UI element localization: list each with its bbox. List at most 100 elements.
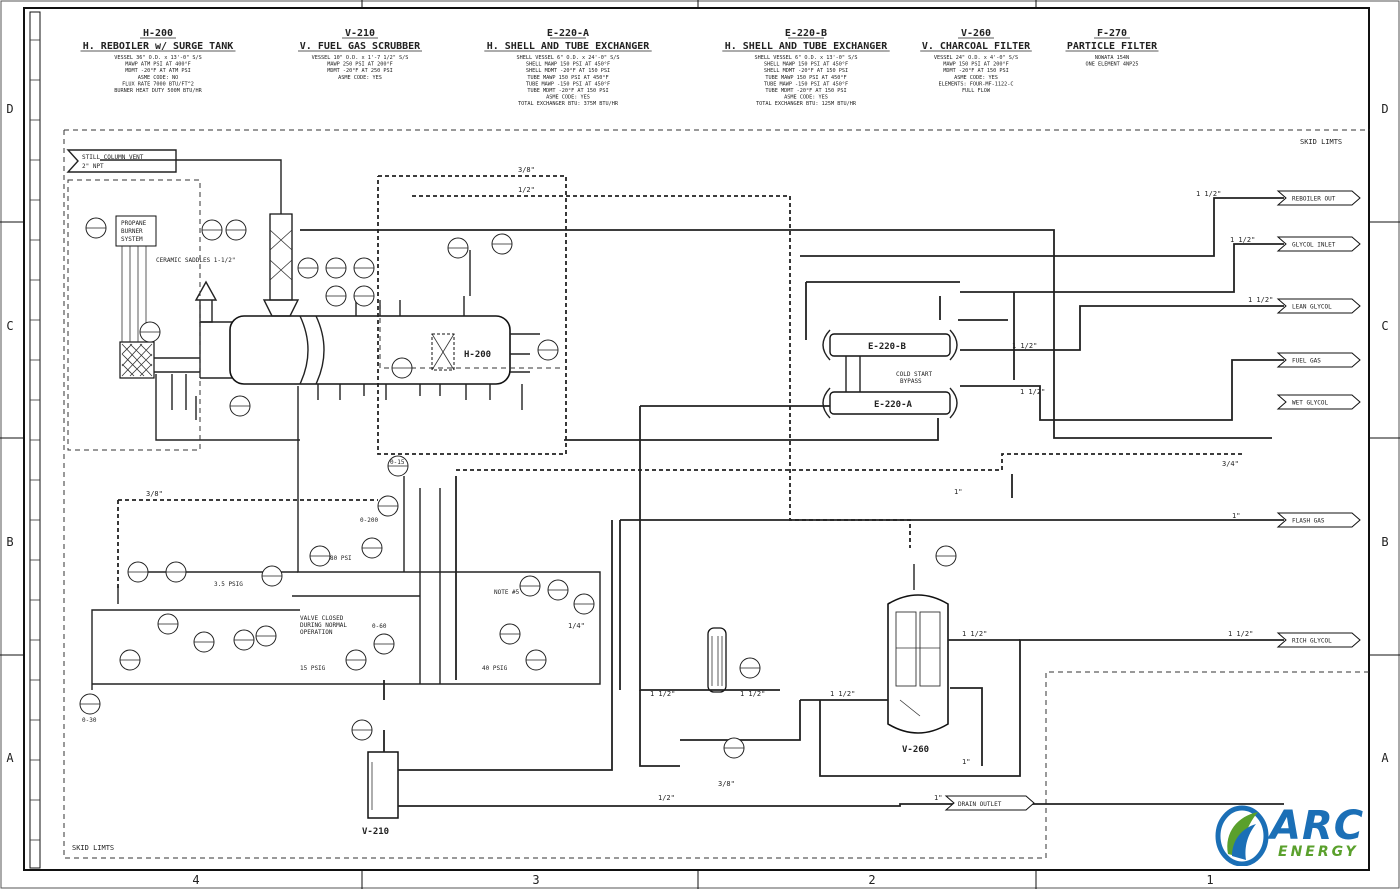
equipment-tag: V-260 (961, 28, 991, 39)
heat-trace-glycol-supply (117, 499, 378, 590)
equipment-spec-line: NOWATA 154N (1095, 55, 1129, 61)
surge-baffle-x (431, 333, 455, 371)
size-112-h: 1 1/2" (740, 690, 765, 698)
burner-flame-arrestor-hatch (121, 343, 153, 377)
equipment-name: V. CHARCOAL FILTER (922, 41, 1031, 52)
v260-element-right (919, 611, 941, 687)
fuel-gas-branch (91, 609, 300, 690)
equipment-spec-line: TUBE MAWP 150 PSI AT 450°F (527, 75, 608, 81)
still-column (269, 213, 293, 301)
exchanger-crossover (845, 356, 861, 392)
size-14-note: 1/4" (568, 622, 585, 630)
equipment-spec-line: TUBE MDMT -20°F AT 150 PSI (527, 88, 608, 94)
e220a-shell (829, 391, 951, 415)
reboiler-bottom-nozzles (317, 384, 491, 400)
still-vent-size: 2" NPT (82, 163, 104, 170)
logo-wordmark-arc: ARC (1270, 803, 1365, 849)
equipment-spec-line: ASME CODE: NO (138, 75, 179, 81)
drain-connector: DRAIN OUTLET 1" (934, 794, 1035, 811)
v260-vessel (887, 594, 949, 734)
grid-row-b-right: B (1381, 535, 1388, 549)
propane-tubing (121, 246, 147, 342)
equipment-spec-line: BURNER HEAT DUTY 500M BTU/HR (114, 88, 202, 94)
glycol-inlet-line (960, 243, 1284, 380)
psig15-label: 15 PSIG (300, 665, 326, 672)
equipment-name: H. SHELL AND TUBE EXCHANGER (725, 41, 889, 52)
burner-tube (154, 357, 200, 373)
equipment-header-e-220-a: E-220-AH. SHELL AND TUBE EXCHANGERSHELL … (484, 28, 652, 107)
note5-label: NOTE #5 (494, 589, 520, 596)
size-112-i: 1 1/2" (830, 690, 855, 698)
size-112-d: 1 1/2" (1012, 342, 1037, 350)
still-vent-callout (66, 149, 177, 173)
equipment-spec-line: TOTAL EXCHANGER BTU: 125M BTU/HR (756, 101, 857, 107)
psi80-label: 80 PSI (330, 555, 352, 562)
grid-row-d-left: D (6, 102, 13, 116)
grid-col-2: 2 (868, 873, 875, 887)
logo-wordmark-energy: ENERGY (1278, 844, 1359, 860)
equipment-spec-line: TUBE MAWP -150 PSI AT 450°F (526, 81, 610, 87)
size-112-e: 1 1/2" (1020, 388, 1045, 396)
exchanger-e220b: E-220-B (822, 329, 958, 361)
process-piping (67, 175, 1284, 807)
grid-row-c-left: C (6, 319, 13, 333)
valve-closed-line2: DURING NORMAL (300, 622, 347, 629)
e220b-tag: E-220-B (868, 342, 907, 352)
off-sheet-connector: WET GLYCOL (1276, 394, 1361, 410)
system-label: SYSTEM (121, 236, 143, 243)
instrument-list (79, 217, 957, 759)
reboiler-h200: H-200 STILL COLUMN VENT 2" NPT CERAMIC S… (66, 149, 511, 385)
range015-label: 0-15 (390, 459, 405, 466)
v260-drain (950, 687, 983, 766)
equipment-spec-line: TUBE MAWP -150 PSI AT 450°F (764, 81, 848, 87)
equipment-spec-line: ONE ELEMENT 4NP25 (1085, 62, 1138, 68)
equipment-tag: H-200 (143, 28, 173, 39)
cold-start-bypass-label: BYPASS (900, 378, 922, 385)
grid-col-4: 4 (192, 873, 199, 887)
still-vent-line (100, 159, 282, 214)
off-sheet-connector: GLYCOL INLET (1276, 236, 1361, 252)
still-vent-label: STILL COLUMN VENT (82, 154, 144, 161)
off-sheet-connector-shape (1276, 190, 1361, 206)
equipment-spec-line: MAWP 150 PSI AT 200°F (943, 62, 1009, 68)
equipment-tag: E-220-A (547, 28, 589, 39)
off-sheet-connector-note: GLYCOL INLET (1292, 242, 1336, 249)
e220b-heads (822, 329, 958, 361)
range060-label: 0-60 (372, 623, 387, 630)
equipment-tag: E-220-B (785, 28, 827, 39)
psig35-label: 3.5 PSIG (214, 581, 243, 588)
exchanger-a-outlet (564, 418, 939, 441)
heat-trace-return (456, 453, 1244, 471)
burner-stack (194, 280, 218, 323)
fuel-gas-line (960, 359, 1284, 421)
arc-leaf-icon (1215, 805, 1269, 866)
fuel-gas-scrubber-v210: V-210 (362, 751, 399, 837)
equipment-spec-line: SHELL MAWP 150 PSI AT 450°F (526, 62, 610, 68)
equipment-spec-line: MAWP ATM PSI AT 400°F (125, 62, 191, 68)
size-112-c: 1 1/2" (1248, 296, 1273, 304)
fuel-gas-header (92, 386, 601, 685)
equipment-spec-line: SHELL MDMT -20°F AT 150 PSI (526, 68, 610, 74)
title-block-ticks (30, 39, 40, 841)
still-column-packing (269, 229, 293, 281)
off-sheet-connector-shape (1276, 352, 1361, 368)
equipment-spec-line: MAWP 250 PSI AT 200°F (327, 62, 393, 68)
size-38-bottom: 3/8" (718, 780, 735, 788)
equipment-name: PARTICLE FILTER (1067, 41, 1158, 52)
size-112-f: 1 1/2" (1228, 630, 1253, 638)
reboiler-tag: H-200 (464, 350, 491, 360)
equipment-spec-line: SHELL VESSEL 6" O.D. x 13'-0" S/S (754, 55, 857, 61)
valve-closed-line3: OPERATION (300, 629, 333, 636)
off-sheet-connector-shape (1276, 236, 1361, 252)
burner-fuel-lines (155, 374, 300, 441)
equipment-header-e-220-b: E-220-B H. SHELL AND TUBE EXCHANGER SHELL … (722, 28, 890, 107)
e220a-heads (822, 387, 958, 419)
exchanger-e220a: E-220-A (822, 387, 958, 419)
arc-energy-logo: ARC ENERGY (1212, 800, 1372, 870)
off-sheet-connector-note: FLASH GAS (1292, 518, 1325, 525)
